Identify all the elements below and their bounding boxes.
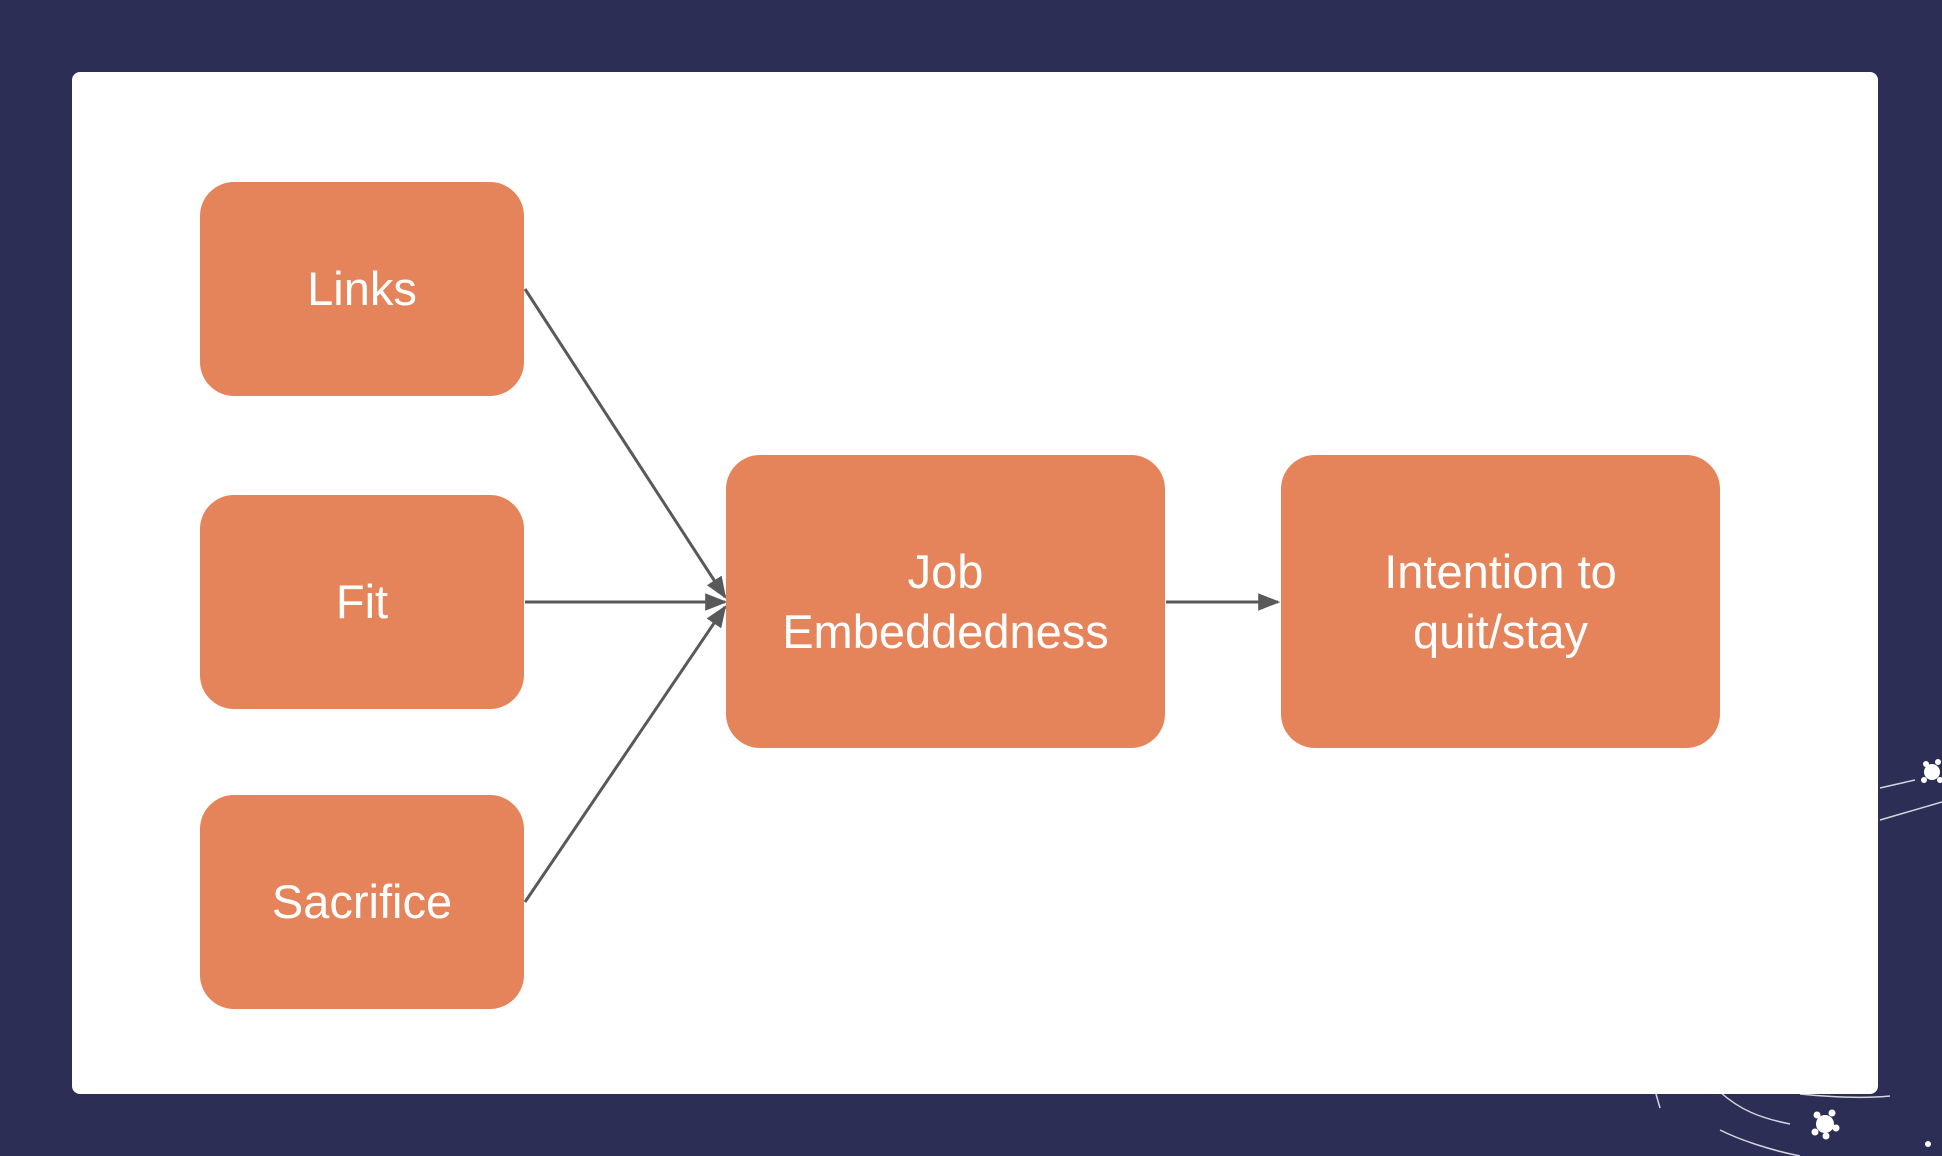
sparkle-icon-bottom	[1811, 1109, 1840, 1140]
node-sacrifice-label: Sacrifice	[271, 875, 453, 928]
node-intention-label-line1: Intention to	[1384, 544, 1617, 598]
node-intention: Intention to quit/stay	[1281, 455, 1720, 748]
node-intention-label-line2: quit/stay	[1412, 604, 1589, 658]
node-sacrifice: Sacrifice	[200, 795, 524, 1009]
sparkle-icon-right	[1921, 759, 1942, 783]
node-job-label-line2: Embeddedness	[782, 604, 1109, 658]
node-fit: Fit	[200, 495, 524, 709]
node-job-embeddedness: Job Embeddedness	[726, 455, 1165, 748]
node-links: Links	[200, 182, 524, 396]
node-links-label: Links	[307, 262, 417, 315]
node-fit-label: Fit	[335, 575, 389, 628]
node-job-label-line1: Job	[907, 544, 984, 598]
